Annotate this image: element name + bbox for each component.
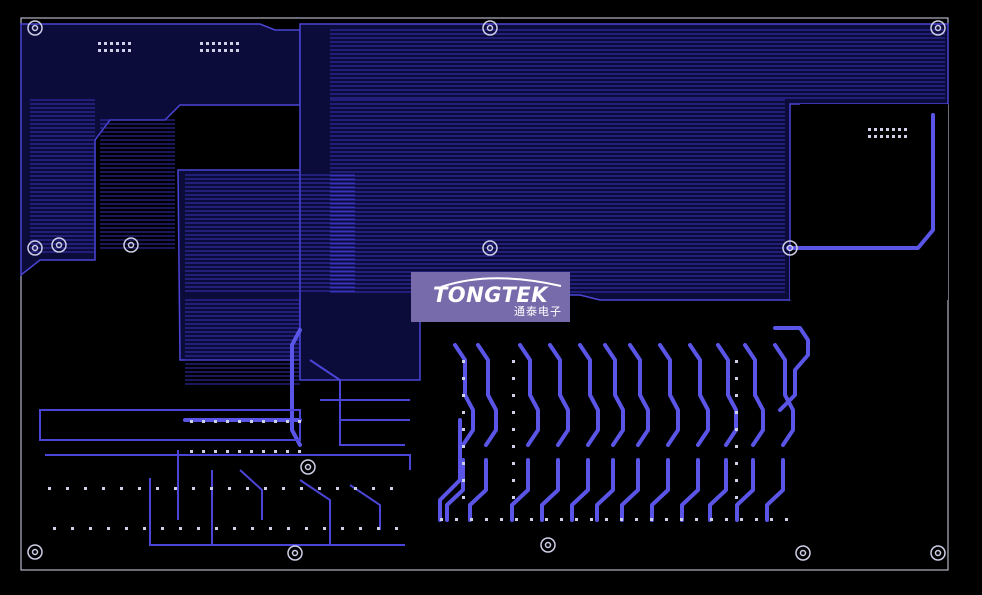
swoosh-icon (440, 277, 562, 288)
relay-traces (438, 326, 810, 522)
logo-badge: TONGTEK 通泰电子 (411, 272, 570, 322)
mounting-holes (27, 20, 946, 561)
hatch-lines (30, 29, 945, 385)
lower-left-traces (39, 359, 411, 546)
logo-subtitle-text: 通泰电子 (514, 305, 562, 318)
pads (48, 42, 907, 530)
logo-brand-text: TONGTEK (432, 283, 549, 307)
